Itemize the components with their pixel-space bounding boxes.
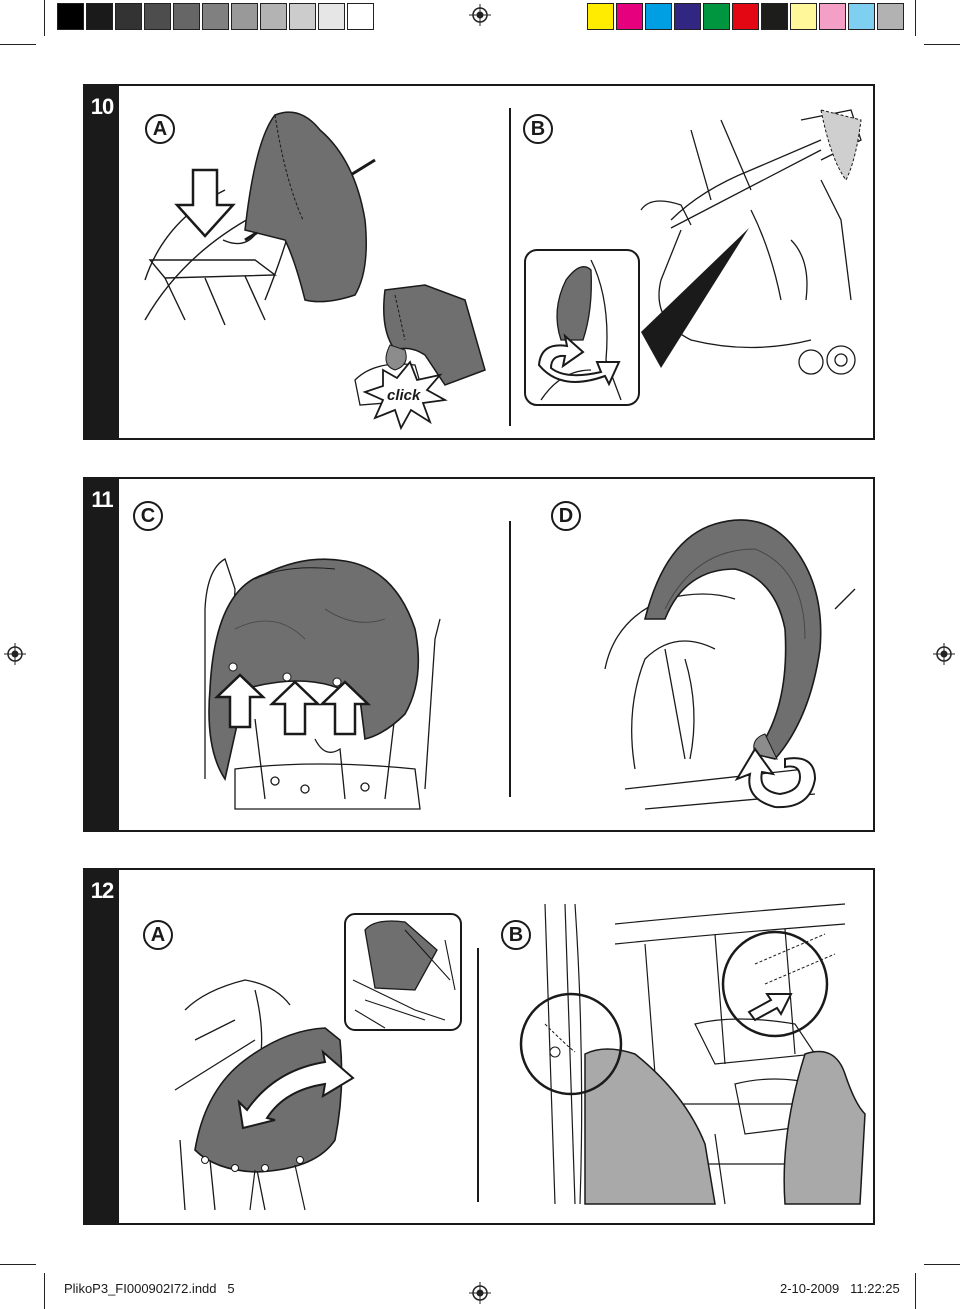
canopy-fabric <box>244 111 367 303</box>
arrow-right-icon <box>747 993 793 1022</box>
zip-detail-circle <box>721 930 829 1038</box>
step-number: 10 <box>90 94 114 119</box>
step-11-letter-c: C <box>133 501 163 531</box>
canopy-adjust-illustration <box>174 913 462 1211</box>
registration-mark-icon <box>469 1282 491 1304</box>
arrow-down-icon <box>174 168 236 238</box>
canopy-wrap-illustration <box>604 519 856 810</box>
color-swatch <box>587 3 614 30</box>
color-swatch <box>173 3 200 30</box>
color-swatch <box>115 3 142 30</box>
crop-mark <box>924 44 960 45</box>
color-swatch <box>616 3 643 30</box>
step-12-letter-a: A <box>143 920 173 950</box>
color-swatch <box>848 3 875 30</box>
footer-filename: PlikoP3_FI000902I72.indd 5 <box>64 1281 235 1296</box>
footer-timestamp: 2-10-2009 11:22:25 <box>780 1281 900 1296</box>
registration-mark-icon <box>4 643 26 665</box>
color-swatch <box>318 3 345 30</box>
canopy-attach-illustration: click <box>144 111 486 431</box>
color-swatch <box>732 3 759 30</box>
step-11-letter-d: D <box>551 501 581 531</box>
color-swatch <box>57 3 84 30</box>
canopy-fabric <box>584 1048 716 1205</box>
color-swatch <box>790 3 817 30</box>
color-swatch <box>674 3 701 30</box>
color-swatch <box>761 3 788 30</box>
rotate-arrow-icon <box>734 747 817 809</box>
zip-detail-circle <box>519 992 623 1096</box>
arrow-up-icon <box>268 680 322 736</box>
click-label: click <box>387 387 421 404</box>
step-10-panel: 10 A B click <box>83 84 875 440</box>
click-burst-icon <box>362 360 448 431</box>
crop-mark <box>924 1264 960 1265</box>
step-number: 12 <box>90 878 114 903</box>
color-swatch <box>877 3 904 30</box>
panel-divider <box>477 948 479 1202</box>
rotate-arrow-icon <box>237 1049 355 1130</box>
color-swatch <box>819 3 846 30</box>
color-swatch <box>202 3 229 30</box>
crop-mark <box>0 1264 36 1265</box>
color-swatch <box>703 3 730 30</box>
color-swatch <box>347 3 374 30</box>
registration-mark-icon <box>469 4 491 26</box>
color-swatch <box>86 3 113 30</box>
panel-divider <box>509 521 511 797</box>
canopy-rotation-illustration <box>524 109 862 406</box>
callout-pointer <box>641 228 749 368</box>
canopy-fabric-flap <box>783 1050 866 1205</box>
color-swatch <box>231 3 258 30</box>
step-bar <box>85 86 119 438</box>
canopy-fabric-detail <box>383 284 486 386</box>
canopy-fasten-illustration <box>204 558 441 810</box>
canopy-zip-illustration <box>519 903 866 1205</box>
registration-mark-icon <box>933 643 955 665</box>
color-swatch <box>645 3 672 30</box>
step-bar <box>85 870 119 1223</box>
color-swatch <box>260 3 287 30</box>
step-number: 11 <box>91 487 113 512</box>
step-10-letter-a: A <box>145 114 175 144</box>
step-12-panel: 12 A B <box>83 868 875 1225</box>
rotate-arrow-icon <box>537 333 621 387</box>
canopy-fabric <box>643 519 822 760</box>
step-10-letter-b: B <box>523 114 553 144</box>
arrow-up-icon <box>213 673 267 729</box>
step-11-panel: 11 C D <box>83 477 875 832</box>
canopy-fabric <box>208 558 420 782</box>
crop-mark <box>915 1273 916 1309</box>
panel-divider <box>509 108 511 426</box>
crop-mark <box>915 0 916 36</box>
step-12-letter-b: B <box>501 920 531 950</box>
color-swatch <box>289 3 316 30</box>
arrow-up-icon <box>318 680 372 736</box>
crop-mark <box>44 0 45 36</box>
step-bar <box>85 479 119 830</box>
color-swatch <box>144 3 171 30</box>
crop-mark <box>0 44 36 45</box>
crop-mark <box>44 1273 45 1309</box>
